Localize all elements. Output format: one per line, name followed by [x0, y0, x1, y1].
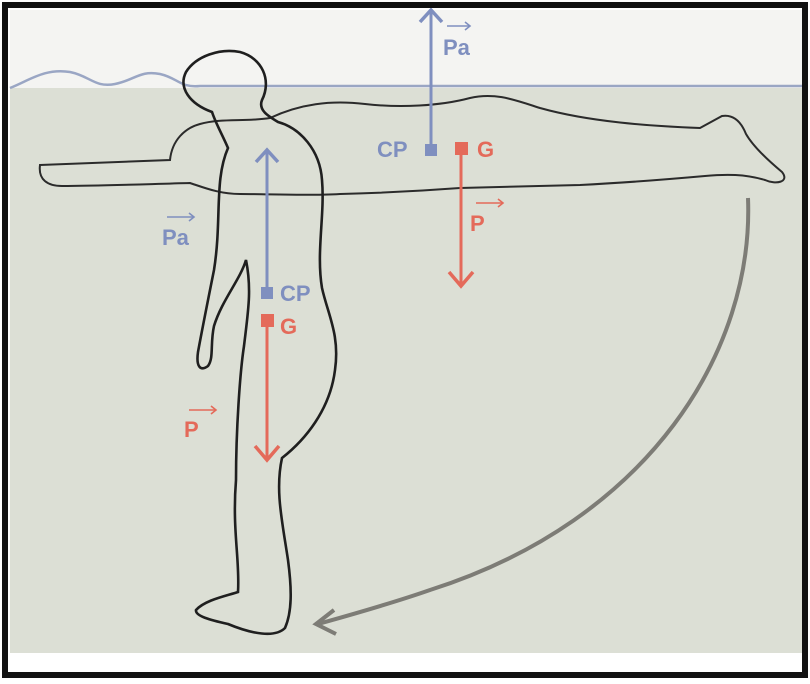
center-of-gravity-label-vertical: G	[280, 314, 297, 339]
center-of-gravity-marker-vertical	[261, 314, 274, 327]
svg-text:P: P	[470, 211, 485, 236]
center-of-pressure-marker-horizontal	[425, 144, 437, 156]
center-of-pressure-label-vertical: CP	[280, 281, 311, 306]
center-of-gravity-label-horizontal: G	[477, 137, 494, 162]
center-of-pressure-marker-vertical	[261, 287, 273, 299]
water-region	[10, 88, 802, 653]
center-of-gravity-marker-horizontal	[455, 142, 468, 155]
svg-text:Pa: Pa	[443, 35, 471, 60]
air-region	[10, 10, 802, 88]
center-of-pressure-label-horizontal: CP	[377, 137, 408, 162]
svg-text:Pa: Pa	[162, 225, 190, 250]
svg-text:P: P	[184, 417, 199, 442]
